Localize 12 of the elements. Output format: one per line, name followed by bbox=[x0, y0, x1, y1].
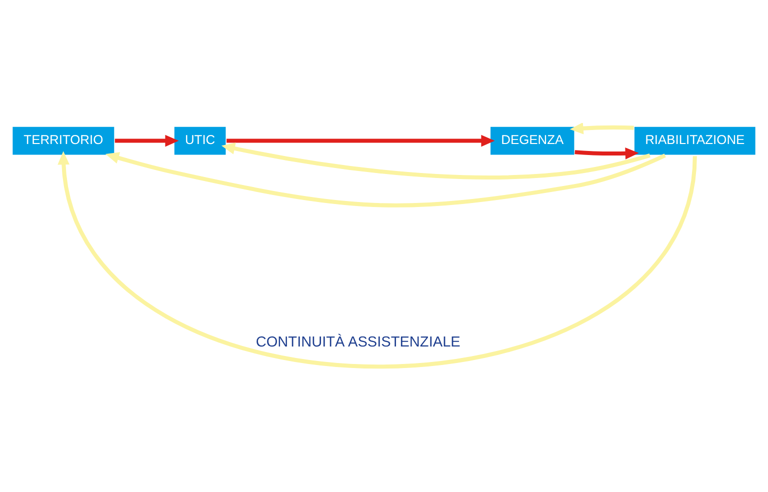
arrow bbox=[105, 152, 666, 207]
node-box: DEGENZA bbox=[489, 125, 576, 156]
node-box: UTIC bbox=[173, 125, 227, 156]
node-box: TERRITORIO bbox=[11, 125, 116, 156]
edge-label: CONTINUITÀ ASSISTENZIALE bbox=[256, 334, 460, 350]
arrow bbox=[226, 134, 495, 146]
arrow bbox=[114, 134, 179, 146]
arrow bbox=[221, 142, 650, 179]
arrow bbox=[574, 147, 639, 159]
arrow bbox=[570, 122, 634, 134]
node-box: RIABILITAZIONE bbox=[633, 125, 757, 156]
arrow bbox=[58, 150, 697, 368]
